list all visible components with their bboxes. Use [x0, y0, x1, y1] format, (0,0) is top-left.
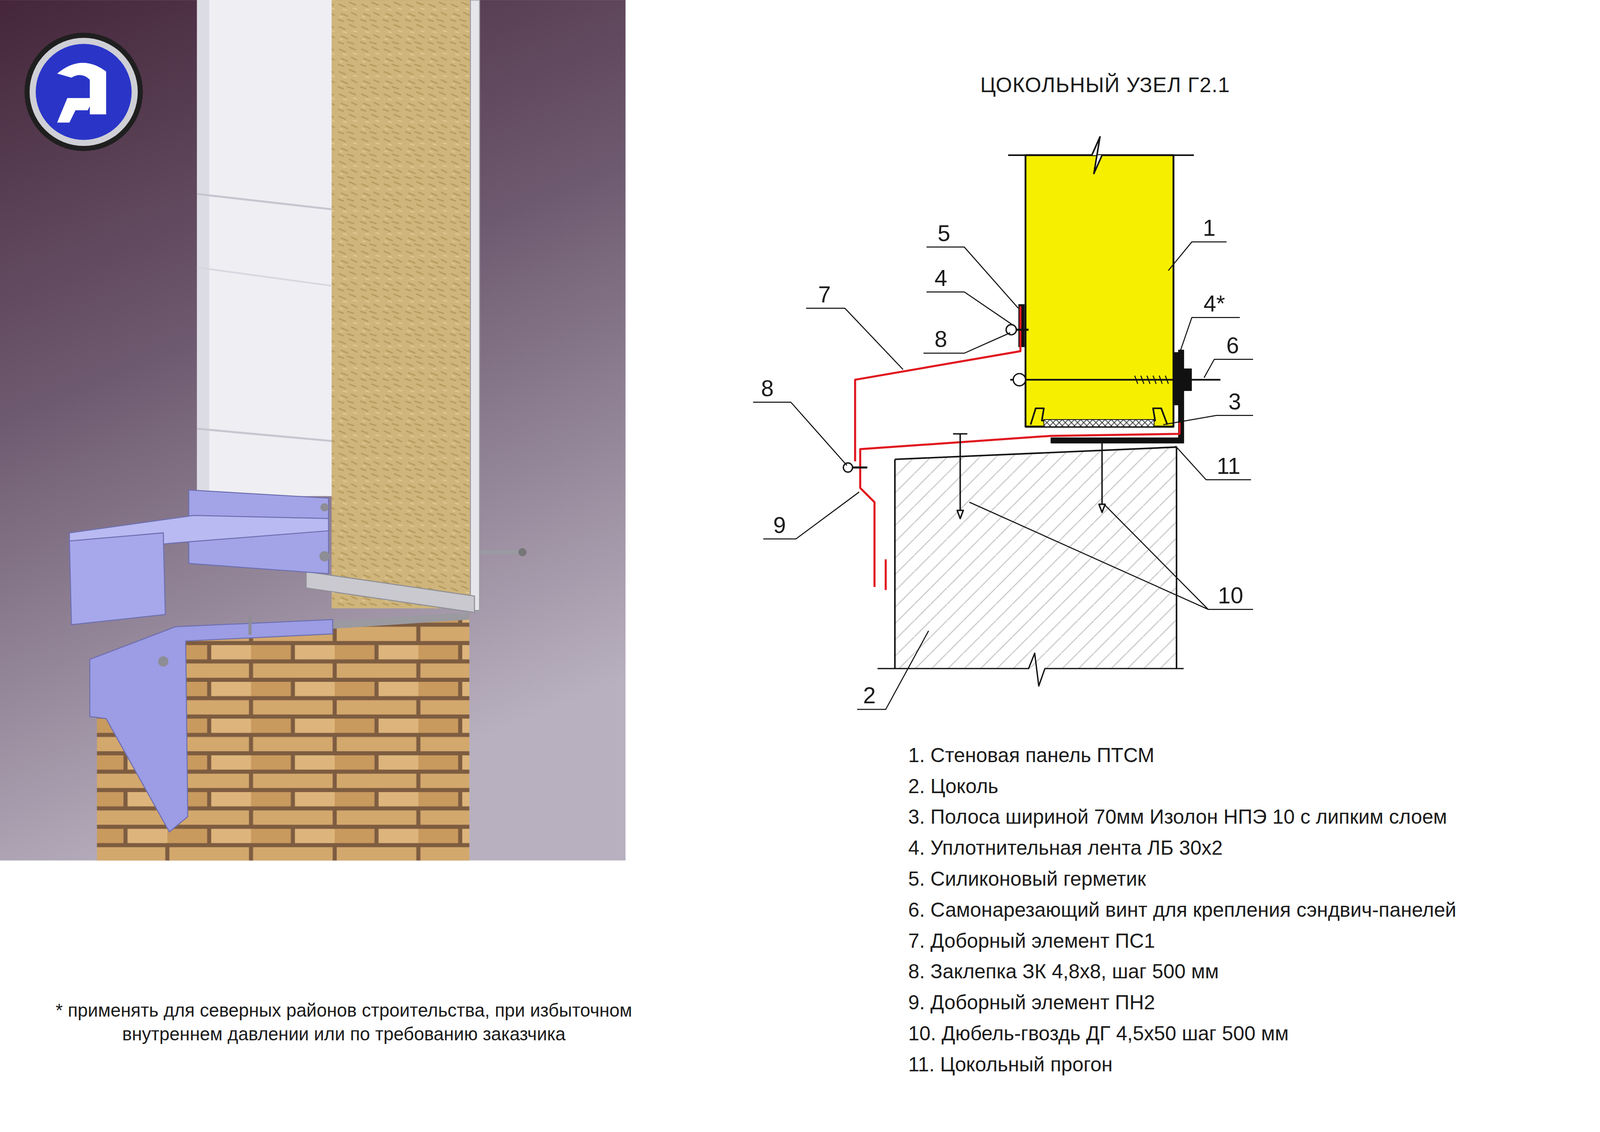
callout-number: 7	[818, 282, 831, 308]
spec-item: 9. Доборный элемент ПН2	[908, 991, 1155, 1014]
leader-lines	[753, 241, 1254, 710]
callout-number: 2	[863, 683, 876, 709]
callout-number: 9	[773, 512, 787, 539]
callout-number: 8	[934, 326, 948, 353]
spec-item: 6. Самонарезающий винт для крепления сэн…	[908, 898, 1457, 921]
callout-number: 10	[1217, 583, 1244, 609]
spec-item: 8. Заклепка ЗК 4,8х8, шаг 500 мм	[908, 960, 1219, 983]
callout-number: 6	[1226, 333, 1239, 359]
footnote: * применять для северных районов строите…	[17, 998, 671, 1046]
callout-number: 11	[1216, 453, 1241, 479]
spec-item: 4. Уплотнительная лента ЛБ 30х2	[908, 836, 1223, 859]
callout-number: 8	[761, 376, 774, 402]
drawing-title: ЦОКОЛЬНЫЙ УЗЕЛ Г2.1	[980, 73, 1231, 97]
spec-item: 10. Дюбель-гвоздь ДГ 4,5х50 шаг 500 мм	[908, 1022, 1289, 1045]
spec-item: 11. Цокольный прогон	[908, 1053, 1113, 1076]
section-drawing	[843, 136, 1221, 686]
company-logo	[24, 32, 144, 152]
spec-item: 3. Полоса шириной 70мм Изолон НПЭ 10 с л…	[908, 805, 1448, 828]
callout-number: 1	[1202, 215, 1216, 241]
callout-number: 4*	[1203, 291, 1225, 317]
spec-item: 5. Силиконовый герметик	[908, 867, 1147, 890]
spec-item: 2. Цоколь	[908, 775, 999, 798]
render-3d	[0, 0, 626, 861]
callout-number: 4	[934, 265, 948, 291]
callout-number: 5	[937, 221, 951, 247]
spec-item: 1. Стеновая панель ПТСМ	[908, 744, 1155, 767]
spec-item: 7. Доборный элемент ПС1	[908, 929, 1155, 952]
callout-number: 3	[1228, 389, 1242, 415]
